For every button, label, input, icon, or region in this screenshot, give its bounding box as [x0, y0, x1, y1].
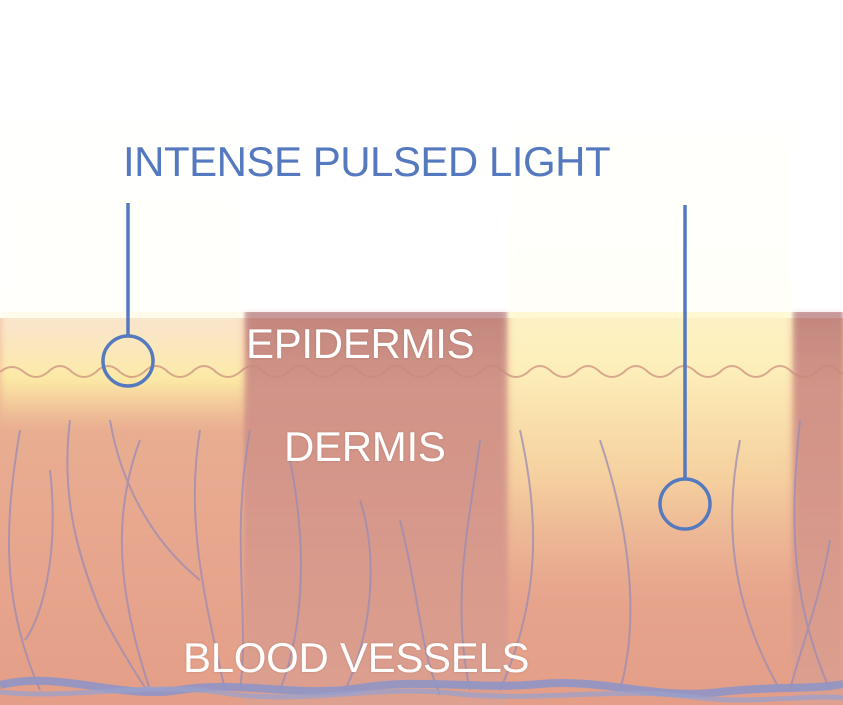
blood-vessels-label: BLOOD VESSELS: [183, 634, 530, 681]
right-pointer: [658, 205, 712, 531]
epidermis-label: EPIDERMIS: [246, 320, 475, 367]
dermis-label: DERMIS: [284, 423, 446, 470]
diagram-title: INTENSE PULSED LIGHT: [123, 138, 611, 185]
left-pointer: [101, 203, 155, 388]
